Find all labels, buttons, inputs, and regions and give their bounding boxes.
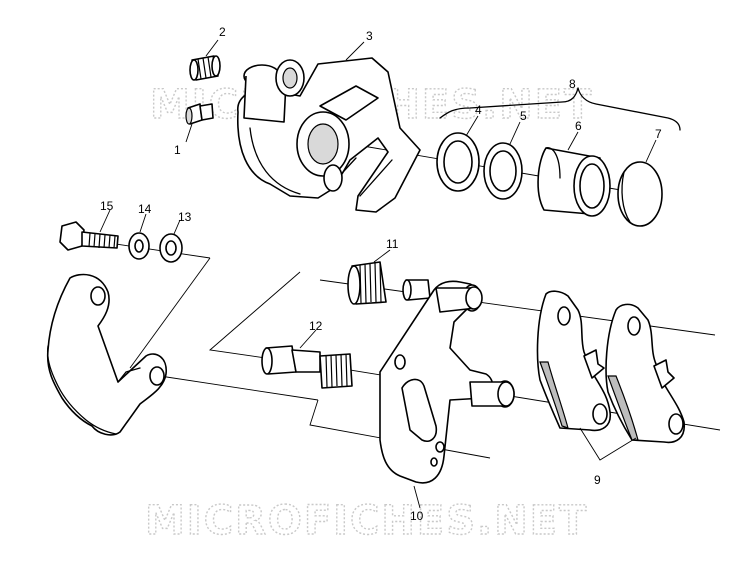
callout-8: 8 — [569, 77, 576, 91]
lock-washer — [128, 232, 150, 260]
callout-labels: 1 2 3 4 5 6 7 8 9 10 11 12 13 14 15 — [100, 25, 662, 523]
leader-lines — [99, 39, 657, 509]
mounting-bolt — [59, 221, 119, 251]
callout-5: 5 — [520, 109, 527, 123]
callout-13: 13 — [178, 210, 192, 224]
piston-cap — [617, 161, 663, 227]
callout-10: 10 — [410, 509, 424, 523]
piston — [537, 147, 611, 217]
lower-slide-pin — [261, 345, 353, 389]
callout-7: 7 — [655, 127, 662, 141]
brake-pad-outer — [605, 303, 686, 444]
dust-seal — [483, 142, 523, 200]
caliper-bracket — [379, 280, 515, 484]
watermark-bottom: MICROFICHES.NET — [145, 498, 588, 544]
frame-mount-plate — [46, 273, 167, 436]
callout-15: 15 — [100, 199, 114, 213]
callout-3: 3 — [366, 29, 373, 43]
callout-12: 12 — [309, 319, 323, 333]
callout-14: 14 — [138, 202, 152, 216]
callout-11: 11 — [386, 237, 399, 251]
bleed-fitting — [185, 103, 214, 125]
callout-4: 4 — [475, 103, 482, 117]
upper-slide-pin — [347, 261, 431, 305]
brake-pad-inner — [536, 290, 612, 432]
flat-washer — [159, 233, 183, 263]
piston-seal — [436, 132, 480, 192]
callout-6: 6 — [575, 119, 582, 133]
kit-bracket-8 — [439, 87, 681, 131]
callout-2: 2 — [219, 25, 226, 39]
caliper-body — [237, 57, 421, 213]
callout-9: 9 — [594, 473, 601, 487]
callout-1: 1 — [174, 143, 181, 157]
bleed-screw — [189, 55, 221, 81]
